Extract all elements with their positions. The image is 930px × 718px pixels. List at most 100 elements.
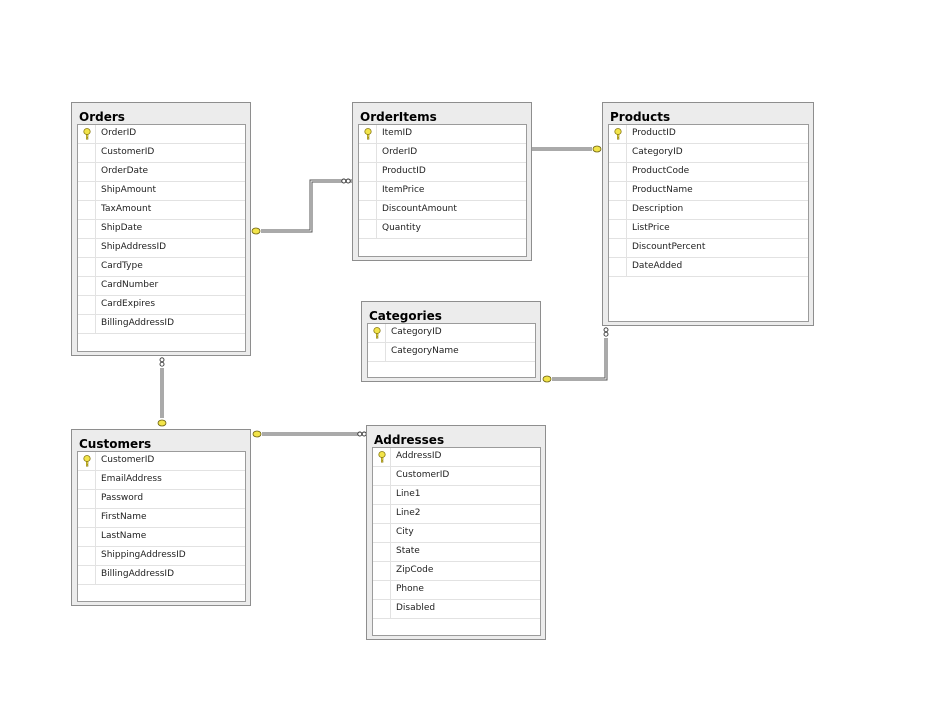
column-name: CategoryName <box>391 346 459 356</box>
column-name: DiscountPercent <box>632 242 706 252</box>
column-row[interactable]: Phone <box>373 581 540 600</box>
column-row[interactable]: ZipCode <box>373 562 540 581</box>
column-row[interactable]: Password <box>78 490 245 509</box>
table-title: Customers <box>79 437 152 451</box>
column-list: CategoryID CategoryName <box>367 323 536 378</box>
primary-key-icon <box>83 128 91 140</box>
column-row[interactable]: OrderID <box>78 125 245 144</box>
link-orderitems-orders[interactable] <box>251 178 352 235</box>
column-row[interactable]: ShipDate <box>78 220 245 239</box>
link-orders-customers[interactable] <box>157 357 167 427</box>
table-title: OrderItems <box>360 110 437 124</box>
row-selector <box>373 467 391 485</box>
column-name: ShipDate <box>101 223 143 233</box>
row-selector <box>78 277 96 295</box>
column-name: ZipCode <box>396 565 434 575</box>
column-row[interactable]: Quantity <box>359 220 526 239</box>
column-row[interactable]: ItemID <box>359 125 526 144</box>
column-row[interactable]: CustomerID <box>78 452 245 471</box>
column-row[interactable]: ItemPrice <box>359 182 526 201</box>
column-name: CardNumber <box>101 280 159 290</box>
row-selector <box>78 547 96 565</box>
link-orderitems-products[interactable] <box>532 145 602 153</box>
column-row[interactable]: ProductID <box>609 125 808 144</box>
column-row[interactable]: LastName <box>78 528 245 547</box>
column-row[interactable]: Line1 <box>373 486 540 505</box>
column-row[interactable]: State <box>373 543 540 562</box>
column-row[interactable]: BillingAddressID <box>78 566 245 585</box>
primary-key-icon <box>378 451 386 463</box>
column-row[interactable]: ListPrice <box>609 220 808 239</box>
table-title: Addresses <box>374 433 445 447</box>
column-row[interactable]: Disabled <box>373 600 540 619</box>
column-row[interactable]: ShipAmount <box>78 182 245 201</box>
column-row[interactable]: OrderDate <box>78 163 245 182</box>
infinity-end-icon <box>341 178 351 184</box>
row-selector <box>609 201 627 219</box>
row-selector <box>373 562 391 580</box>
column-row[interactable]: ProductName <box>609 182 808 201</box>
column-row[interactable]: CustomerID <box>78 144 245 163</box>
column-name: CustomerID <box>396 470 450 480</box>
column-name: Description <box>632 204 684 214</box>
column-row[interactable]: ShipAddressID <box>78 239 245 258</box>
column-row[interactable]: ProductCode <box>609 163 808 182</box>
column-row[interactable]: FirstName <box>78 509 245 528</box>
column-name: CategoryID <box>391 327 442 337</box>
column-name: ProductID <box>632 128 676 138</box>
column-row[interactable]: AddressID <box>373 448 540 467</box>
row-selector <box>78 315 96 333</box>
column-row[interactable]: ShippingAddressID <box>78 547 245 566</box>
column-row[interactable]: BillingAddressID <box>78 315 245 334</box>
column-name: TaxAmount <box>101 204 152 214</box>
primary-key-icon <box>364 128 372 140</box>
column-name: BillingAddressID <box>101 318 175 328</box>
column-row[interactable]: DiscountPercent <box>609 239 808 258</box>
column-row[interactable]: EmailAddress <box>78 471 245 490</box>
column-name: Line2 <box>396 508 421 518</box>
row-selector <box>373 600 391 618</box>
column-row[interactable]: DiscountAmount <box>359 201 526 220</box>
link-addresses-customers[interactable] <box>252 430 367 438</box>
row-selector <box>359 163 377 181</box>
column-row[interactable]: CardExpires <box>78 296 245 315</box>
column-row[interactable]: OrderID <box>359 144 526 163</box>
column-row[interactable]: CategoryID <box>368 324 535 343</box>
row-selector <box>609 220 627 238</box>
row-selector <box>373 543 391 561</box>
row-selector <box>78 528 96 546</box>
column-name: ProductID <box>382 166 426 176</box>
row-selector <box>368 343 386 361</box>
column-row[interactable]: CardType <box>78 258 245 277</box>
column-row[interactable]: DateAdded <box>609 258 808 277</box>
table-title: Orders <box>79 110 125 124</box>
column-row[interactable]: CustomerID <box>373 467 540 486</box>
column-name: DiscountAmount <box>382 204 457 214</box>
key-end-icon <box>157 419 167 427</box>
column-name: ProductName <box>632 185 693 195</box>
column-row[interactable]: Description <box>609 201 808 220</box>
column-name: Password <box>101 493 144 503</box>
column-row[interactable]: CardNumber <box>78 277 245 296</box>
row-selector <box>373 581 391 599</box>
column-row[interactable]: City <box>373 524 540 543</box>
column-row[interactable]: ProductID <box>359 163 526 182</box>
column-row[interactable]: Line2 <box>373 505 540 524</box>
column-name: CardExpires <box>101 299 156 309</box>
column-row[interactable]: CategoryName <box>368 343 535 362</box>
infinity-end-icon <box>357 431 367 437</box>
column-row[interactable]: TaxAmount <box>78 201 245 220</box>
column-row[interactable]: CategoryID <box>609 144 808 163</box>
row-selector <box>78 258 96 276</box>
link-products-categories[interactable] <box>542 327 609 383</box>
column-name: Disabled <box>396 603 436 613</box>
